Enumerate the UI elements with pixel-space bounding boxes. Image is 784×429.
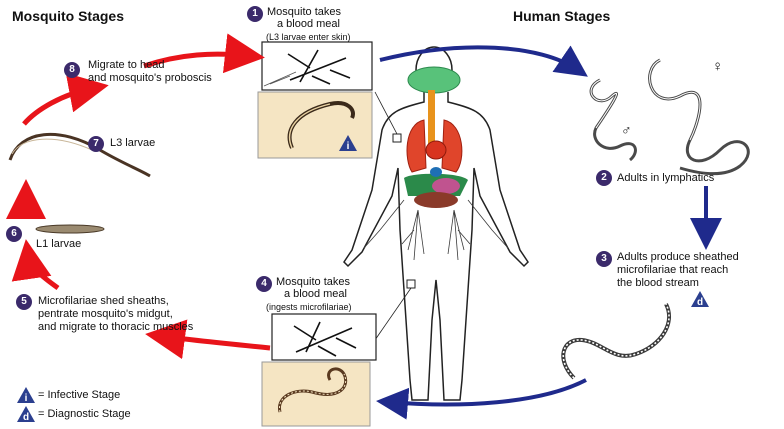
mosquito-stage-arrows (6, 33, 271, 360)
human-body-outline (343, 92, 529, 401)
left-lung (406, 119, 427, 173)
step-4-sub: (ingests microfilariae) (266, 302, 352, 312)
step-6-number: 6 (6, 226, 22, 242)
legend-infective-label: = Infective Stage (38, 389, 121, 401)
diagnostic-badge-step3: d (691, 291, 709, 308)
step-6-line1: L1 larvae (36, 238, 82, 250)
step-2-line1: Adults in lymphatics (617, 172, 715, 184)
callout-arm (392, 133, 402, 143)
female-symbol: ♀ (712, 58, 724, 75)
step-1-line1: Mosquito takes (267, 6, 341, 18)
svg-text:d: d (23, 412, 29, 423)
step-1-line2: a blood meal (277, 18, 340, 30)
step-1-sub: (L3 larvae enter skin) (266, 32, 351, 42)
step-3-line1: Adults produce sheathed (617, 251, 739, 263)
step-4-line2: a blood meal (284, 288, 347, 300)
step-2-number: 2 (596, 170, 612, 186)
arrow-8-to-1 (143, 33, 265, 74)
step-8-line1: Migrate to head (88, 59, 165, 71)
step-4-line1: Mosquito takes (276, 276, 350, 288)
legend-infective-icon: i (17, 387, 35, 404)
worm-adult-male (589, 78, 637, 162)
arrow-4-to-5 (145, 319, 271, 360)
step-5-number: 5 (16, 294, 32, 310)
heart (425, 140, 447, 160)
lymphatic-vessels (363, 199, 509, 261)
step-7-number: 7 (88, 136, 104, 152)
mosquito-stages-heading: Mosquito Stages (12, 8, 125, 24)
worm-l1-larvae (35, 224, 105, 234)
arrow-7-to-8 (22, 72, 109, 126)
svg-text:d: d (697, 297, 703, 308)
intestine (414, 192, 458, 208)
step-5-line1: Microfilariae shed sheaths, (38, 295, 169, 307)
step-3-number: 3 (596, 251, 612, 267)
step-1-number: 1 (247, 6, 263, 22)
worm-adult-female (648, 58, 750, 176)
panel-mosquito-bottom (271, 313, 377, 361)
svg-text:i: i (25, 393, 28, 404)
step-5-line2: pentrate mosquito's midgut, (38, 308, 173, 320)
step-5-line3: and migrate to thoracic muscles (38, 321, 194, 333)
arrow-3-to-4 (376, 378, 587, 420)
human-body-illustration (343, 46, 529, 401)
infective-badge-top: i (339, 135, 357, 152)
esophagus (428, 90, 435, 150)
stomach (432, 178, 460, 194)
step-8-line2: and mosquito's proboscis (88, 72, 212, 84)
step-7-line1: L3 larvae (110, 137, 156, 149)
step-8-number: 8 (64, 62, 80, 78)
arrow-5-to-6 (11, 239, 60, 291)
step-3-line3: the blood stream (617, 277, 699, 289)
callout-leg (406, 279, 416, 289)
legend-diagnostic-label: = Diagnostic Stage (38, 408, 131, 420)
legend-diagnostic-icon: d (17, 406, 35, 423)
right-lung (441, 119, 463, 173)
step-3-line2: microfilariae that reach (617, 264, 729, 276)
worm-sheathed-microfilaria (561, 303, 672, 380)
panel-microfilaria-bottom (261, 361, 371, 427)
panel-larva-top (257, 91, 373, 159)
human-stages-heading: Human Stages (513, 8, 611, 24)
male-symbol: ♂ (621, 122, 632, 138)
step-4-number: 4 (256, 276, 272, 292)
human-stage-arrows (376, 45, 722, 420)
svg-text:i: i (347, 141, 350, 152)
panel-mosquito-top (261, 41, 373, 91)
brain (407, 66, 461, 94)
aorta (430, 167, 442, 177)
arrow-1-to-2 (379, 45, 588, 77)
